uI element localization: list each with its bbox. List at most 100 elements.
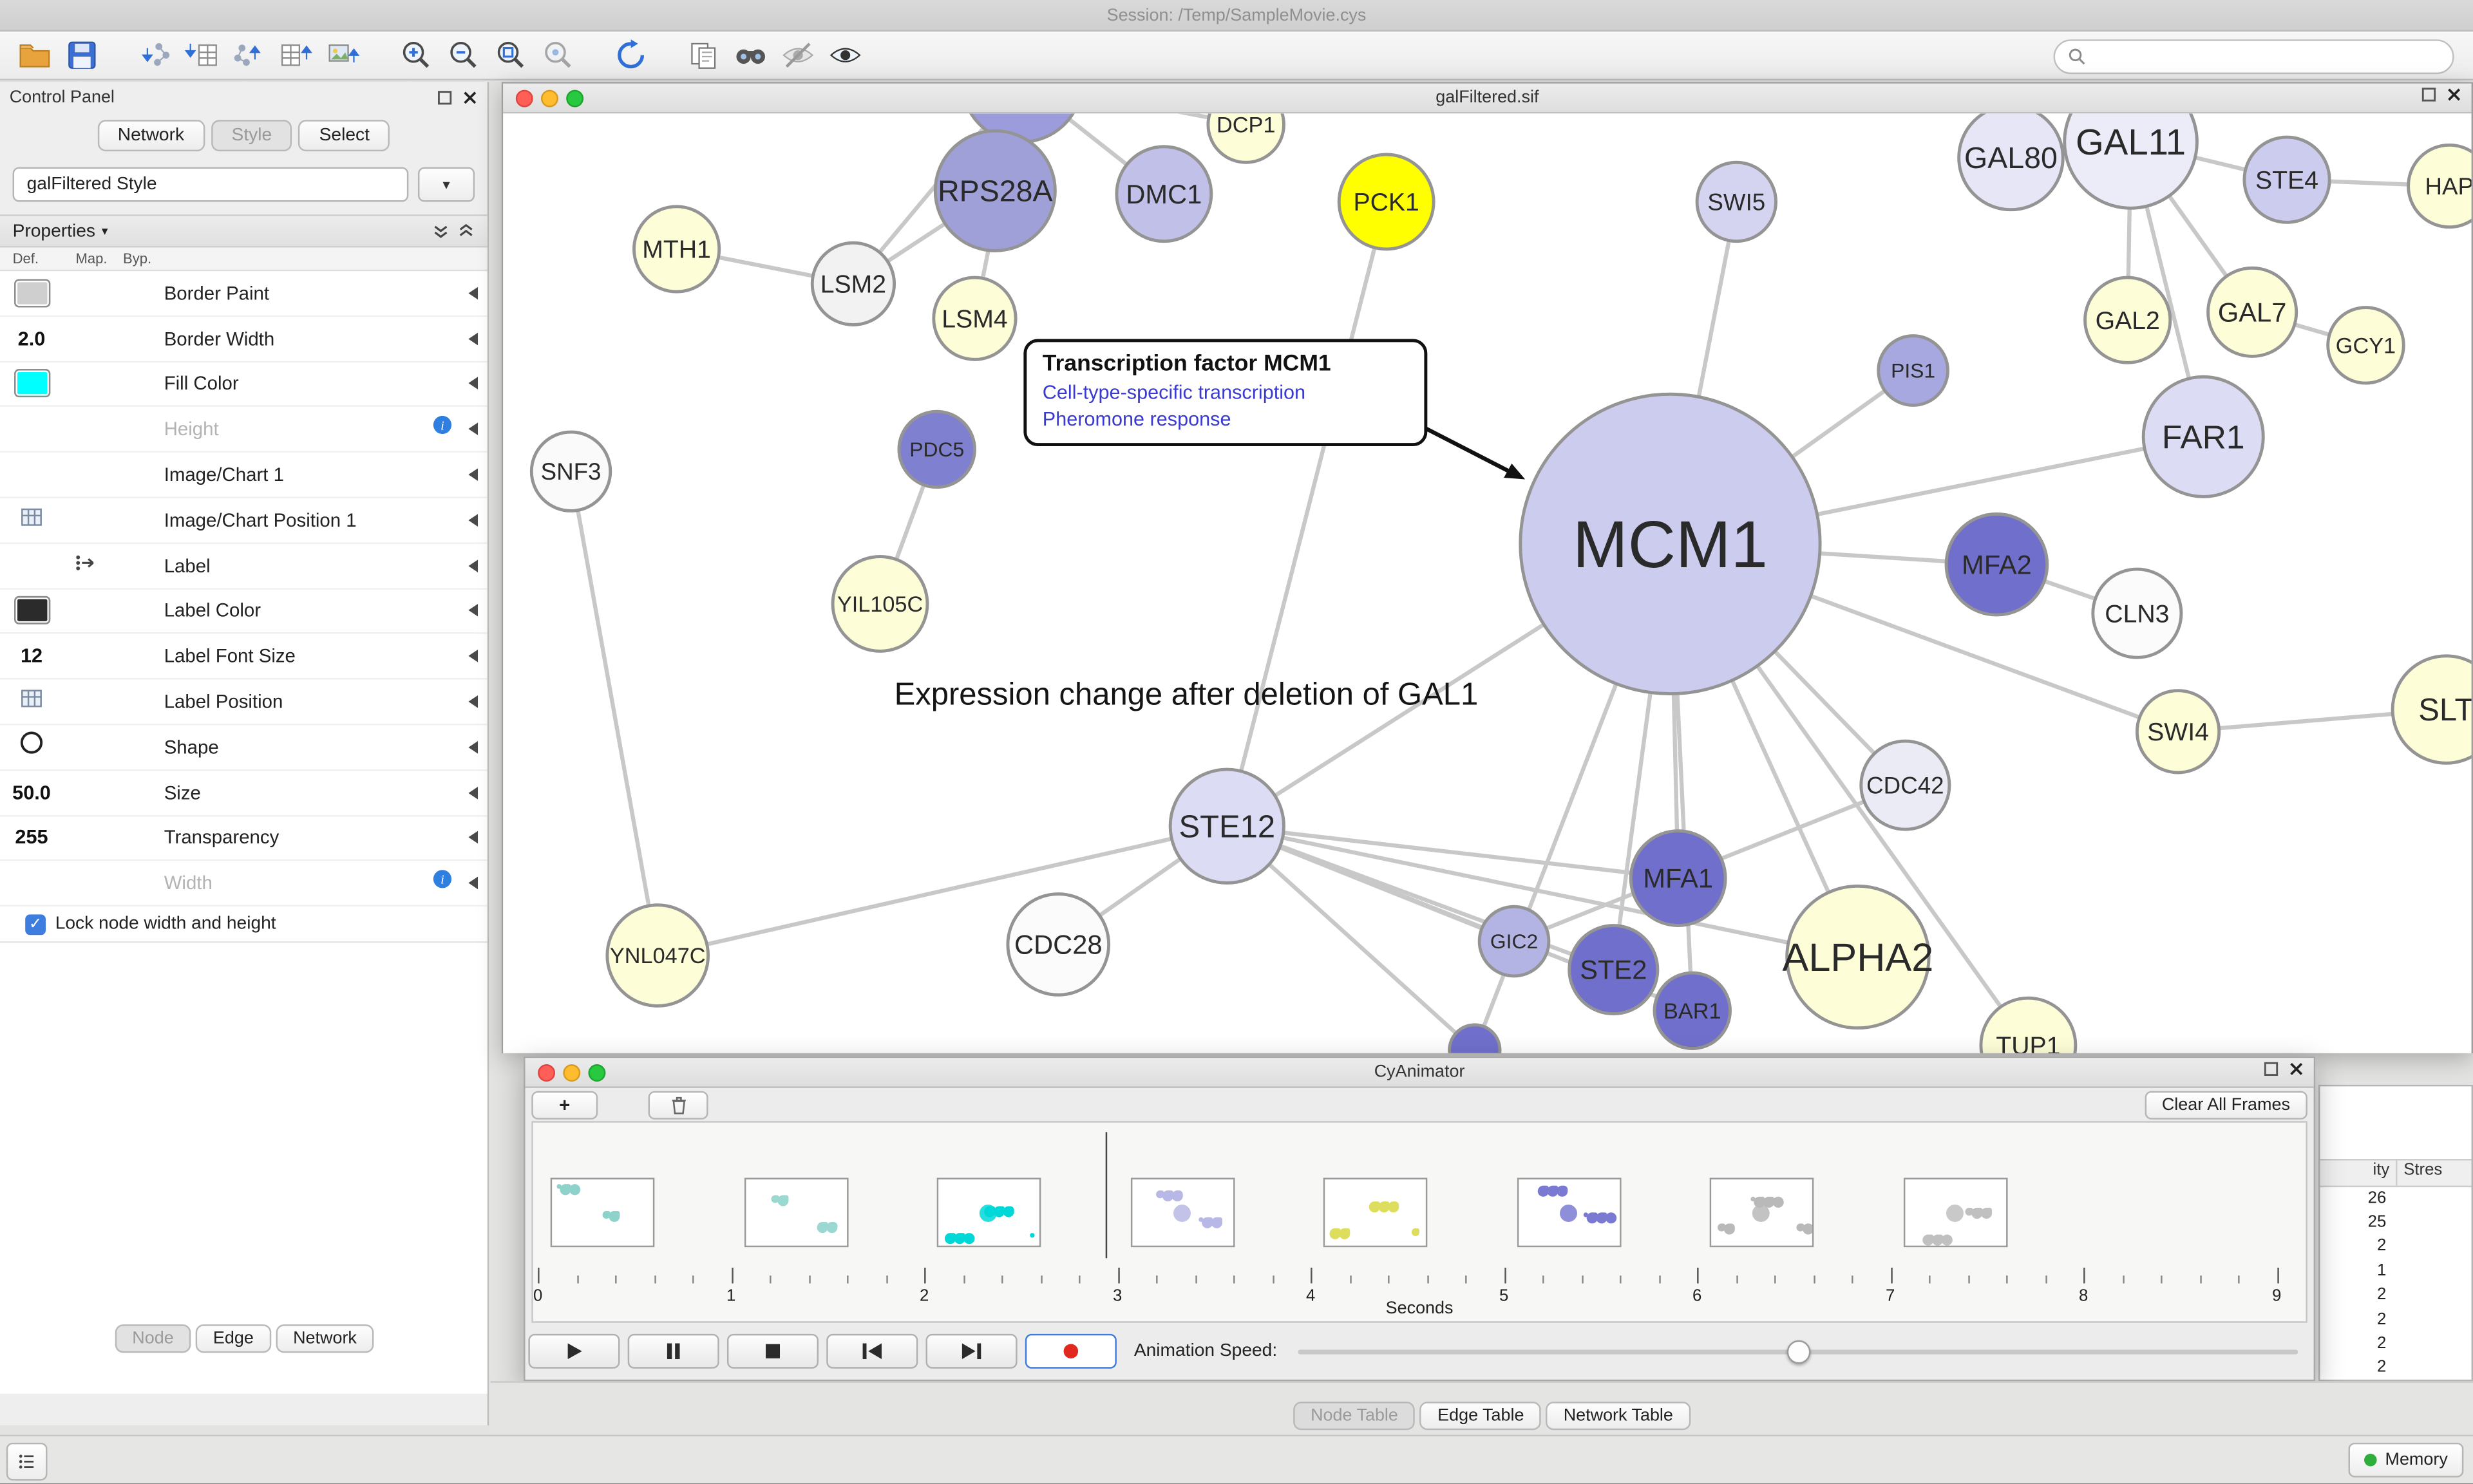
style-options-button[interactable]: ▾	[417, 167, 475, 202]
default-value[interactable]: 255	[15, 827, 48, 849]
animation-speed-slider[interactable]	[1298, 1335, 2298, 1367]
table-row[interactable]: 2	[2376, 1333, 2387, 1353]
frame-thumbnail-3[interactable]	[936, 1178, 1041, 1248]
close-window-button[interactable]	[515, 89, 533, 107]
node-GAL2[interactable]	[2083, 276, 2172, 364]
refresh-button[interactable]	[609, 35, 653, 76]
playhead[interactable]	[1105, 1132, 1108, 1259]
zoom-window-button[interactable]	[588, 1063, 606, 1081]
frame-thumbnail-6[interactable]	[1516, 1178, 1621, 1248]
frame-thumbnail-4[interactable]	[1130, 1178, 1235, 1248]
collapse-all-icon[interactable]	[432, 222, 450, 240]
node-MFA2[interactable]	[1944, 512, 2049, 617]
property-row-border-paint[interactable]: Border Paint	[0, 271, 488, 317]
node-DCP1[interactable]	[1206, 113, 1285, 164]
node-SWI5[interactable]	[1695, 160, 1778, 243]
node-HAP[interactable]	[2407, 143, 2472, 229]
expand-arrow-icon[interactable]	[459, 694, 488, 709]
node-LSM2[interactable]	[810, 241, 896, 326]
expand-arrow-icon[interactable]	[459, 331, 488, 346]
close-window-icon[interactable]	[2446, 87, 2461, 102]
node-PCK1[interactable]	[1337, 153, 1435, 251]
expand-arrow-icon[interactable]	[459, 739, 488, 755]
skip-forward-button[interactable]	[925, 1333, 1018, 1369]
annotation-link-1[interactable]: Cell-type-specific transcription	[1042, 381, 1306, 404]
zoom-fit-button[interactable]	[489, 35, 533, 76]
edge-STE12-MFA1[interactable]	[1226, 824, 1679, 881]
close-window-icon[interactable]	[2288, 1061, 2304, 1076]
expand-arrow-icon[interactable]	[459, 876, 488, 891]
info-icon[interactable]: i	[431, 869, 452, 897]
frame-thumbnail-8[interactable]	[1902, 1178, 2007, 1248]
node-CLN3[interactable]	[2091, 567, 2183, 659]
tab-network[interactable]: Network	[276, 1324, 374, 1353]
zoom-selected-button[interactable]	[536, 35, 581, 76]
position-icon[interactable]	[21, 506, 43, 534]
edge-SNF3-YNL047C[interactable]	[569, 471, 660, 956]
zoom-out-button[interactable]	[442, 35, 486, 76]
minimize-window-button[interactable]	[563, 1063, 581, 1081]
table-row[interactable]: 2	[2376, 1310, 2387, 1329]
zoom-in-button[interactable]	[394, 35, 439, 76]
float-window-icon[interactable]	[2263, 1061, 2279, 1076]
expand-arrow-icon[interactable]	[459, 285, 488, 301]
default-value[interactable]: 12	[20, 645, 43, 668]
pause-button[interactable]	[627, 1333, 719, 1369]
node-SWI4[interactable]	[2135, 689, 2221, 775]
tab-edge-table[interactable]: Edge Table	[1420, 1402, 1542, 1431]
memory-button[interactable]: Memory	[2349, 1442, 2464, 1478]
table-row[interactable]: 2	[2376, 1358, 2387, 1377]
float-panel-icon[interactable]	[437, 90, 452, 106]
property-row-label-color[interactable]: Label Color	[0, 588, 488, 635]
skip-back-button[interactable]	[826, 1333, 918, 1369]
property-row-label[interactable]: Label	[0, 543, 488, 589]
record-button[interactable]	[1025, 1333, 1117, 1369]
node-SLT[interactable]	[2391, 654, 2472, 765]
annotation-link-2[interactable]: Pheromone response	[1042, 408, 1231, 431]
node-CDC28[interactable]	[1006, 892, 1111, 997]
panel-menu-button[interactable]	[6, 1442, 48, 1481]
node-GIC2[interactable]	[1477, 905, 1551, 978]
annotation-box[interactable]: Transcription factor MCM1 Cell-type-spec…	[1023, 339, 1428, 447]
property-row-image-chart-1[interactable]: Image/Chart 1	[0, 453, 488, 498]
node-GAL7[interactable]	[2206, 266, 2298, 358]
node-GAL80[interactable]	[1957, 113, 2065, 212]
tab-node-table[interactable]: Node Table	[1293, 1402, 1416, 1431]
table-row[interactable]: 26	[2367, 1188, 2387, 1208]
frame-thumbnail-5[interactable]	[1323, 1178, 1428, 1248]
add-frame-button[interactable]: +	[531, 1091, 598, 1120]
node-PIS1[interactable]	[1877, 334, 1949, 407]
expand-arrow-icon[interactable]	[459, 830, 488, 845]
node-MFA1[interactable]	[1629, 829, 1727, 928]
node-table-panel[interactable]: ity Stres 26252122222	[2318, 1084, 2473, 1382]
expand-arrow-icon[interactable]	[459, 648, 488, 664]
expand-arrow-icon[interactable]	[459, 558, 488, 573]
frame-thumbnail-1[interactable]	[550, 1178, 655, 1248]
edge-PCK1-STE12[interactable]	[1225, 201, 1388, 827]
default-value[interactable]: 50.0	[12, 781, 51, 804]
node-STE12[interactable]	[1168, 767, 1285, 885]
float-window-icon[interactable]	[2421, 87, 2436, 102]
import-network-button[interactable]	[133, 35, 177, 76]
style-dropdown[interactable]: galFiltered Style	[12, 167, 409, 202]
node-DMC1[interactable]	[1115, 145, 1213, 243]
node-YNL047C[interactable]	[605, 903, 710, 1008]
stop-button[interactable]	[726, 1333, 819, 1369]
properties-header[interactable]: Properties ▾	[0, 214, 488, 248]
property-row-image-chart-position-1[interactable]: Image/Chart Position 1	[0, 498, 488, 544]
node-YIL105C[interactable]	[831, 555, 929, 653]
table-column-header[interactable]: ity	[2373, 1160, 2390, 1179]
node-LSM4[interactable]	[932, 276, 1018, 361]
table-row[interactable]: 2	[2376, 1285, 2387, 1304]
default-swatch[interactable]	[13, 370, 50, 399]
edge-STE12-ALPHA2[interactable]	[1226, 824, 1859, 959]
table-column-header[interactable]: Stres	[2396, 1160, 2472, 1186]
first-neighbors-button[interactable]	[728, 35, 773, 76]
show-button[interactable]	[823, 35, 867, 76]
tab-select[interactable]: Select	[298, 120, 390, 152]
